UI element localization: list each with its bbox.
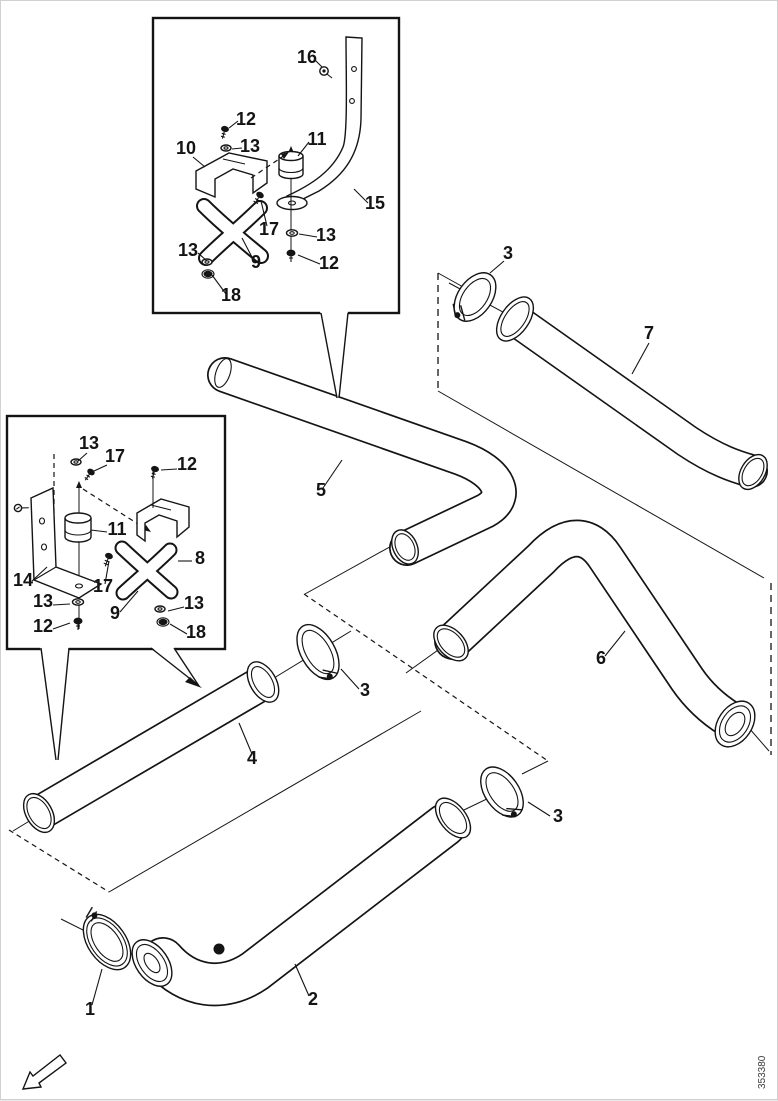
pipe-5 xyxy=(207,357,517,566)
drawing-number: 353380 xyxy=(757,1055,768,1089)
callout-clamp-1: 1 xyxy=(85,999,95,1019)
direction-arrow-icon xyxy=(21,1054,67,1090)
x-strap-9-left xyxy=(114,540,179,601)
x-strap-9-top xyxy=(196,198,269,266)
pipe-6 xyxy=(433,519,756,748)
callout-13-left-right: 13 xyxy=(184,593,204,613)
leader-lines xyxy=(31,58,650,1006)
callout-11-left: 11 xyxy=(107,519,126,539)
clamp-bracket-8 xyxy=(136,498,190,543)
screw-top-left xyxy=(13,503,29,513)
callout-18-left: 18 xyxy=(186,622,206,642)
bolt-17-left-mid xyxy=(103,552,113,567)
callout-17-left-mid: 17 xyxy=(93,576,113,596)
callout-clamp-3-top: 3 xyxy=(503,243,513,263)
clamp-3-low xyxy=(480,766,524,818)
callout-10: 10 xyxy=(176,138,196,158)
callout-11-top: 11 xyxy=(307,129,326,149)
callout-12-mid: 12 xyxy=(319,253,339,273)
callout-17-top: 17 xyxy=(259,219,279,239)
callout-17-left-top: 17 xyxy=(105,446,125,466)
bolt-17-left-top xyxy=(84,468,95,481)
washer-13-mid xyxy=(285,229,299,237)
callout-pipe-4: 4 xyxy=(247,748,257,768)
washer-13-top xyxy=(220,144,232,152)
bolt-12-left-top xyxy=(150,465,159,479)
callouts: 5 7 3 6 4 3 3 1 2 16 12 13 10 11 15 17 1… xyxy=(13,47,654,1019)
washer-13-left-right xyxy=(154,605,166,613)
inset-box-top xyxy=(151,16,401,399)
isolator-11-left xyxy=(64,512,92,543)
callout-pipe-2: 2 xyxy=(308,989,318,1009)
bolt-17-top xyxy=(253,191,264,205)
callout-13-left-low: 13 xyxy=(33,591,53,611)
inset-box-left xyxy=(5,414,227,761)
bolt-12-top xyxy=(220,125,229,139)
clamp-3-top xyxy=(452,272,497,322)
clamp-bracket-10 xyxy=(195,152,268,199)
bolt-12-left-low xyxy=(73,617,83,630)
washer-13-low xyxy=(201,258,213,266)
washer-13-left-low xyxy=(71,598,85,606)
bolt-12-mid xyxy=(286,249,296,262)
callout-pipe-6: 6 xyxy=(596,648,606,668)
callout-clamp-3-low: 3 xyxy=(553,806,563,826)
callout-14: 14 xyxy=(13,570,33,590)
nut-18-left xyxy=(156,617,170,627)
callout-clamp-3-mid: 3 xyxy=(360,680,370,700)
callout-pipe-7: 7 xyxy=(644,323,654,343)
callout-9-left: 9 xyxy=(110,603,120,623)
callout-15: 15 xyxy=(365,193,385,213)
clamp-1 xyxy=(82,906,132,971)
callout-16: 16 xyxy=(297,47,317,67)
callout-12-left-top: 12 xyxy=(177,454,197,474)
callout-9-top: 9 xyxy=(251,252,261,272)
nut-18-top xyxy=(201,269,215,279)
callout-pipe-5: 5 xyxy=(316,480,326,500)
callout-13-mid: 13 xyxy=(316,225,336,245)
callout-13-top: 13 xyxy=(240,136,260,156)
pipe-2 xyxy=(131,797,472,1007)
callout-12-top: 12 xyxy=(236,109,256,129)
callout-8: 8 xyxy=(195,548,205,568)
callout-13-low: 13 xyxy=(178,240,198,260)
pipe-7 xyxy=(495,296,768,491)
pipe-4 xyxy=(22,661,280,834)
callout-18-top: 18 xyxy=(221,285,241,305)
callout-12-left-low: 12 xyxy=(33,616,53,636)
clamp-3-mid xyxy=(296,623,340,681)
hanger-bracket-15 xyxy=(286,36,363,206)
callout-13-left-top: 13 xyxy=(79,433,99,453)
bolt-16 xyxy=(319,66,333,79)
